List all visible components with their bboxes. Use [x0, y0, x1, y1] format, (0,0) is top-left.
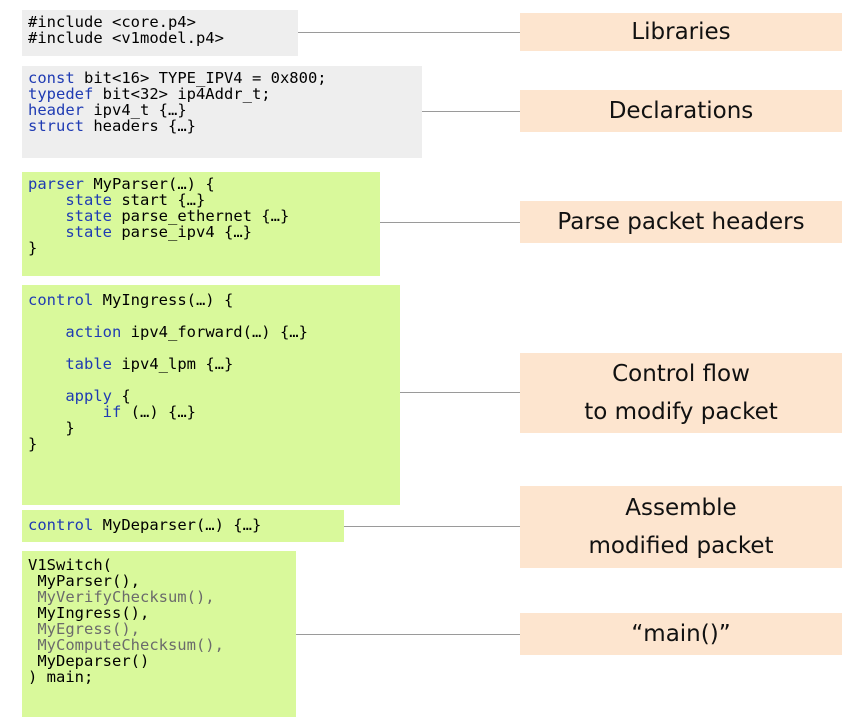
keyword-control: control: [28, 291, 94, 309]
ingress-signature: MyIngress(…) {: [93, 291, 234, 309]
label-assemble-line2: modified packet: [588, 533, 774, 559]
label-assemble-line1: Assemble: [625, 495, 737, 521]
main-code-block: V1Switch( MyParser(), MyVerifyChecksum()…: [22, 551, 296, 717]
label-libraries-text: Libraries: [631, 19, 731, 45]
v1switch-open: V1Switch(: [28, 556, 112, 574]
state-parse-ethernet: parse_ethernet {…}: [112, 207, 290, 225]
connector-declarations: [422, 111, 520, 112]
ingress-close-brace: }: [28, 435, 38, 453]
keyword-action: action: [65, 323, 122, 341]
label-parse: Parse packet headers: [520, 201, 842, 243]
keyword-parser: parser: [28, 175, 84, 193]
connector-parse: [380, 222, 520, 223]
connector-assemble: [344, 526, 520, 527]
typedef-decl: bit<32> ip4Addr_t;: [93, 85, 271, 103]
table-ipv4-lpm: ipv4_lpm {…}: [112, 355, 234, 373]
declarations-code-block: const bit<16> TYPE_IPV4 = 0x800; typedef…: [22, 66, 422, 158]
label-assemble: Assemble modified packet: [520, 486, 842, 568]
keyword-apply: apply: [65, 387, 112, 405]
deparser-signature: MyDeparser(…) {…}: [93, 516, 262, 534]
apply-open: {: [112, 387, 131, 405]
label-main-text: “main()”: [631, 621, 731, 647]
parser-signature: MyParser(…) {: [84, 175, 215, 193]
connector-main: [296, 634, 520, 635]
keyword-if: if: [102, 403, 122, 421]
label-declarations-text: Declarations: [608, 98, 754, 124]
label-parse-text: Parse packet headers: [557, 209, 805, 235]
label-control-line2: to modify packet: [584, 399, 778, 425]
keyword-typedef: typedef: [28, 85, 94, 103]
connector-libraries: [298, 32, 520, 33]
parser-code-block: parser MyParser(…) { state start {…} sta…: [22, 172, 380, 276]
arg-mydeparser: MyDeparser(): [28, 652, 150, 670]
deparser-code-block: control MyDeparser(…) {…}: [22, 510, 344, 542]
keyword-state: state: [65, 191, 112, 209]
parser-close-brace: }: [28, 239, 38, 257]
const-decl: bit<16> TYPE_IPV4 = 0x800;: [74, 69, 327, 87]
struct-decl: headers {…}: [84, 117, 196, 135]
libraries-code-block: #include <core.p4> #include <v1model.p4>: [22, 10, 298, 56]
keyword-header: header: [28, 101, 84, 119]
state-parse-ipv4: parse_ipv4 {…}: [112, 223, 252, 241]
include-v1model-line: #include <v1model.p4>: [28, 29, 224, 47]
if-statement: (…) {…}: [121, 403, 196, 421]
action-ipv4-forward: ipv4_forward(…) {…}: [121, 323, 308, 341]
label-control-line1: Control flow: [612, 361, 750, 387]
arg-myverifychecksum: MyVerifyChecksum(),: [28, 588, 215, 606]
arg-myingress: MyIngress(),: [28, 604, 150, 622]
label-control-flow: Control flow to modify packet: [520, 353, 842, 433]
label-main: “main()”: [520, 613, 842, 655]
keyword-control: control: [28, 516, 94, 534]
apply-close-brace: }: [65, 419, 75, 437]
label-declarations: Declarations: [520, 90, 842, 132]
keyword-table: table: [65, 355, 112, 373]
header-decl: ipv4_t {…}: [84, 101, 187, 119]
keyword-const: const: [28, 69, 75, 87]
keyword-state: state: [65, 223, 112, 241]
include-core-line: #include <core.p4>: [28, 13, 196, 31]
ingress-code-block: control MyIngress(…) { action ipv4_forwa…: [22, 285, 400, 505]
main-close: ) main;: [28, 668, 94, 686]
connector-control: [400, 392, 520, 393]
keyword-struct: struct: [28, 117, 84, 135]
arg-myegress: MyEgress(),: [28, 620, 140, 638]
label-libraries: Libraries: [520, 13, 842, 51]
arg-myparser: MyParser(),: [28, 572, 140, 590]
arg-mycomputechecksum: MyComputeChecksum(),: [28, 636, 224, 654]
keyword-state: state: [65, 207, 112, 225]
state-start: start {…}: [112, 191, 206, 209]
